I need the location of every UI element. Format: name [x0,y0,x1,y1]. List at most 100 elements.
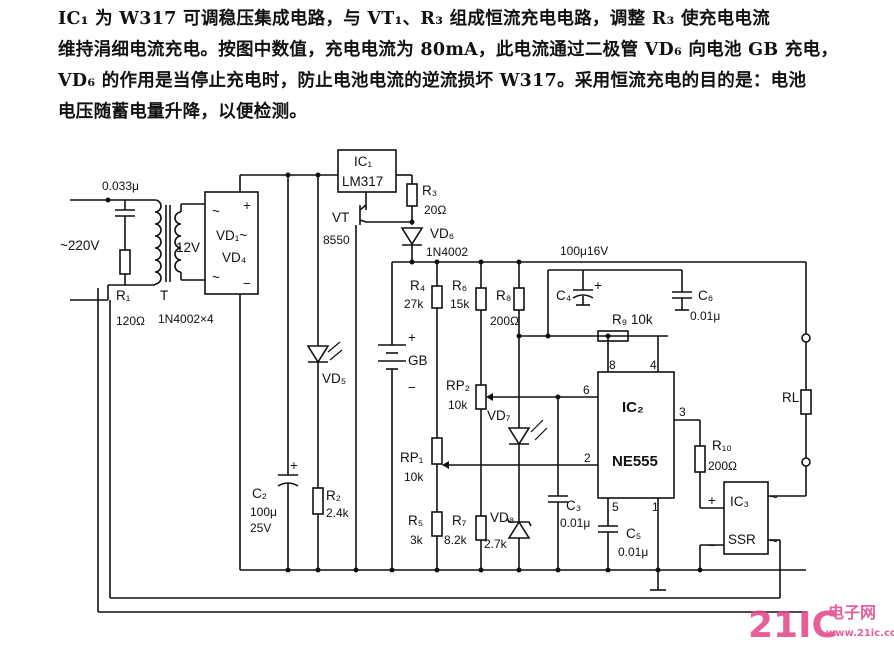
c2-value-1: 100μ [250,505,277,519]
rp1-label: RP₁ [400,450,424,465]
c2-plus: + [290,458,298,473]
r2-resistor [312,487,324,515]
ssr-label: SSR [728,532,756,547]
ic2-box [597,371,675,499]
pin-3: 3 [679,405,686,419]
r10-label: R₁₀ [712,438,732,453]
bridge-dc-plus: + [243,198,251,213]
transformer-label: T [160,288,168,303]
watermark-url: www.21ic.com [826,628,894,639]
description-line: IC₁ 为 W317 可调稳压集成电路，与 VT₁、R₃ 组成恒流充电电路，调整… [58,9,770,29]
r10-value: 200Ω [708,459,737,473]
description-line: 电压随蓄电量升降，以便检测。 [58,102,308,122]
c3-label: C₃ [566,498,581,513]
r8-vd7-vd8-branch: R₈ 200Ω VD₇ VD₈ 2.7k [484,259,548,573]
ssr-ac-2: ~ [770,534,778,549]
vd5-led-branch: VD₅ R₂ 2.4k [306,172,350,573]
rp1-pot [431,437,443,465]
r7-value: 8.2k [444,533,468,547]
r4-value: 27k [404,297,424,311]
r5-value: 3k [410,533,424,547]
vd8-label: VD₈ [490,510,514,525]
r8-label: R₈ [496,288,511,303]
r3-value: 20Ω [424,203,446,217]
watermark-logo: 21IC 电子网 www.21ic.com [748,603,894,646]
rp2-value: 10k [448,398,468,412]
pin-4: 4 [650,358,657,372]
divider-r6-rp2-r7: R₆ 15k RP₂ 10k R₇ 8.2k [444,262,598,573]
rp2-pot [475,384,487,410]
secondary-voltage-label: 12V [176,240,200,255]
transformer: 12V T 1N4002×4 [154,199,214,326]
c2-value-2: 25V [250,521,271,535]
load-rl: RL [782,262,812,467]
r8-resistor [513,287,525,311]
vd6-diode: VD₆ 1N4002 [400,226,468,262]
c6-value: 0.01μ [690,309,720,323]
c-in-label: 0.033μ [102,179,139,193]
c2-label: C₂ [252,486,267,501]
mains-voltage-label: ~220V [60,238,99,253]
c4-c6-r9: + C₄ C₆ 0.01μ R₉ 10k [519,269,720,372]
pin-6: 6 [583,383,590,397]
r1-resistor [119,249,131,275]
ic1-label: IC₁ [354,154,373,169]
r6-label: R₆ [452,278,467,293]
r5-resistor [431,511,443,537]
divider-r4-rp1-r5: R₄ 27k RP₁ 10k R₅ 3k [400,262,598,573]
mains-input: ~220V 0.033μ R₁ 1 20Ω [60,179,806,613]
ic3-box [723,481,769,555]
pin-1: 1 [652,500,659,514]
rp1-value: 10k [404,470,424,484]
description-line: VD₆ 的作用是当停止充电时，防止电池电流的逆流损坏 W317。采用恒流充电的目… [58,71,807,91]
gb-label: GB [408,353,428,368]
c4-plus: + [594,278,602,293]
c5-label: C₅ [626,526,641,541]
c4-label: C₄ [556,288,571,303]
vd7-label: VD₇ [487,408,511,423]
ic1-regulator: IC₁ LM317 R₃ 20Ω VT 8550 [323,149,446,573]
r6-value: 15k [450,297,470,311]
r2-value: 2.4k [326,506,350,520]
r4-label: R₄ [410,278,425,293]
r9-label: R₉ 10k [612,312,653,327]
r10-resistor [694,445,706,473]
description-text: IC₁ 为 W317 可调稳压集成电路，与 VT₁、R₃ 组成恒流充电电路，调整… [58,4,888,128]
vd6-label: VD₆ [430,226,454,241]
c4-voltage-label: 100μ16V [560,244,608,258]
r7-label: R₇ [452,513,467,528]
bridge-label-1: VD₁~ [216,228,247,243]
r5-label: R₅ [408,513,423,528]
ssr-plus: + [708,493,716,508]
c6-label: C₆ [698,288,713,303]
watermark-text: 21IC [748,605,838,646]
r1-label: R₁ [116,288,131,303]
r6-resistor [475,287,487,311]
battery-gb: + GB − [378,262,428,573]
bridge-ac-top: ~ [212,204,220,219]
rl-label: RL [782,390,800,405]
bridge-type-label: 1N4002×4 [158,312,214,326]
vd6-type: 1N4002 [426,245,468,259]
ic3-label: IC₃ [730,494,749,509]
vt-label: VT [332,210,349,225]
r4-resistor [431,285,443,309]
positive-rail: 100μ16V [392,244,806,265]
rp2-label: RP₂ [446,378,470,393]
r3-label: R₃ [422,183,437,198]
vd5-label: VD₅ [322,371,346,386]
gb-plus: + [408,330,416,345]
r2-label: R₂ [326,488,341,503]
vd8-value: 2.7k [484,537,508,551]
rl-resistor [800,389,812,415]
ic1-type: LM317 [342,174,383,189]
watermark-cn: 电子网 [828,603,876,622]
r9-resistor [597,330,629,342]
ic2-ne555: IC₂ NE555 8 4 6 3 2 5 1 C₃ 0.01μ C₅ 0.01… [548,358,737,591]
bridge-box [204,191,259,295]
description-line: 维持涓细电流充电。按图中数值，充电电流为 80mA，此电流通过二极管 VD₆ 向… [58,40,839,60]
bridge-label-2: VD₄ [222,250,246,265]
bridge-ac-bottom: ~ [212,270,220,285]
bridge-dc-minus: − [243,276,251,291]
